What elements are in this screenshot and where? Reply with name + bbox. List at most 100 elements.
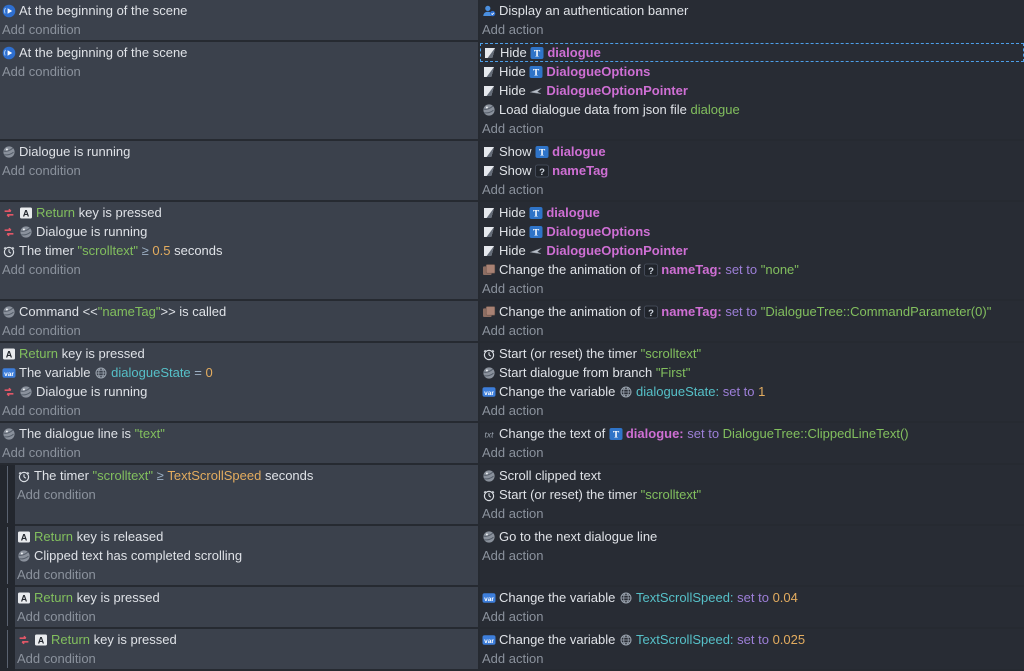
token-text: Dialogue is running xyxy=(36,384,148,399)
action-row[interactable]: Load dialogue data from json file dialog… xyxy=(480,100,1024,119)
token-text: Start (or reset) the timer xyxy=(499,346,641,361)
action-row[interactable]: Change the animation of ?nameTag: set to… xyxy=(480,260,1024,279)
token-text: TextScrollSpeed: xyxy=(635,632,734,647)
var-icon: var xyxy=(2,366,16,380)
visibility-icon xyxy=(482,164,496,178)
add-condition-link[interactable]: Add condition xyxy=(2,64,81,79)
add-action-link[interactable]: Add action xyxy=(482,445,544,460)
add-condition-link[interactable]: Add condition xyxy=(2,163,81,178)
action-row[interactable]: Go to the next dialogue line xyxy=(480,527,1024,546)
action-row[interactable]: Change the animation of ?nameTag: set to… xyxy=(480,302,1024,321)
condition-row[interactable]: At the beginning of the scene xyxy=(0,1,478,20)
action-row[interactable]: Scroll clipped text xyxy=(480,466,1024,485)
add-condition-link[interactable]: Add condition xyxy=(17,487,96,502)
condition-row[interactable]: At the beginning of the scene xyxy=(0,43,478,62)
token-text: 0.025 xyxy=(772,632,806,647)
sub-event-block[interactable]: The timer "scrolltext" ≥ TextScrollSpeed… xyxy=(7,465,1024,526)
token-text: TextScrollSpeed xyxy=(167,468,262,483)
add-condition-link[interactable]: Add condition xyxy=(2,445,81,460)
condition-row[interactable]: The timer "scrolltext" ≥ 0.5 seconds xyxy=(0,241,478,260)
add-condition-link[interactable]: Add condition xyxy=(2,323,81,338)
svg-text:T: T xyxy=(539,148,546,158)
token-text: Load dialogue data from json file xyxy=(499,102,691,117)
token-text: Go to the next dialogue line xyxy=(499,529,658,544)
add-action-link[interactable]: Add action xyxy=(482,609,544,624)
add-action-link[interactable]: Add action xyxy=(482,323,544,338)
action-row[interactable]: Display an authentication banner xyxy=(480,1,1024,20)
add-action-link[interactable]: Add action xyxy=(482,281,544,296)
add-condition-link[interactable]: Add condition xyxy=(2,262,81,277)
action-row[interactable]: Hide DialogueOptionPointer xyxy=(480,81,1024,100)
condition-row[interactable]: The timer "scrolltext" ≥ TextScrollSpeed… xyxy=(15,466,478,485)
svg-text:T: T xyxy=(533,209,540,219)
add-condition-link[interactable]: Add condition xyxy=(2,403,81,418)
token-text: nameTag: xyxy=(661,262,722,277)
action-row[interactable]: Start (or reset) the timer "scrolltext" xyxy=(480,485,1024,504)
token-text: Hide xyxy=(500,45,531,60)
scene-begin-icon xyxy=(2,46,16,60)
add-action-link[interactable]: Add action xyxy=(482,506,544,521)
globe-icon xyxy=(619,633,633,647)
token-text: "scrolltext" xyxy=(640,346,702,361)
condition-row[interactable]: The dialogue line is "text" xyxy=(0,424,478,443)
condition-row[interactable]: Clipped text has completed scrolling xyxy=(15,546,478,565)
event-block[interactable]: The dialogue line is "text" Add condition… xyxy=(0,423,1024,465)
yarn-icon xyxy=(2,427,16,441)
svg-text:T: T xyxy=(533,68,540,78)
add-action-link[interactable]: Add action xyxy=(482,121,544,136)
add-condition-link[interactable]: Add condition xyxy=(17,567,96,582)
condition-row[interactable]: Command <<"nameTag">> is called xyxy=(0,302,478,321)
add-condition-link[interactable]: Add condition xyxy=(17,609,96,624)
condition-row[interactable]: Dialogue is running xyxy=(0,382,478,401)
token-text: The timer xyxy=(34,468,93,483)
add-action-link[interactable]: Add action xyxy=(482,182,544,197)
token-text: dialogueState xyxy=(111,365,191,380)
add-action-link[interactable]: Add action xyxy=(482,403,544,418)
action-row[interactable]: Show ?nameTag xyxy=(480,161,1024,180)
svg-text:A: A xyxy=(21,532,28,542)
action-row[interactable]: Start dialogue from branch "First" xyxy=(480,363,1024,382)
add-action-link[interactable]: Add action xyxy=(482,22,544,37)
var-icon: var xyxy=(482,633,496,647)
svg-text:A: A xyxy=(23,208,30,218)
svg-text:T: T xyxy=(534,49,541,59)
text-object-icon: T xyxy=(529,206,543,220)
action-row[interactable]: Start (or reset) the timer "scrolltext" xyxy=(480,344,1024,363)
svg-text:var: var xyxy=(484,637,494,644)
condition-row[interactable]: Dialogue is running xyxy=(0,142,478,161)
add-condition-link[interactable]: Add condition xyxy=(2,22,81,37)
add-action-link[interactable]: Add action xyxy=(482,548,544,563)
action-row[interactable]: Hide DialogueOptionPointer xyxy=(480,241,1024,260)
token-text: Change the variable xyxy=(499,632,619,647)
token-text: Hide xyxy=(499,205,530,220)
condition-row[interactable]: Dialogue is running xyxy=(0,222,478,241)
token-text: The timer xyxy=(19,243,78,258)
